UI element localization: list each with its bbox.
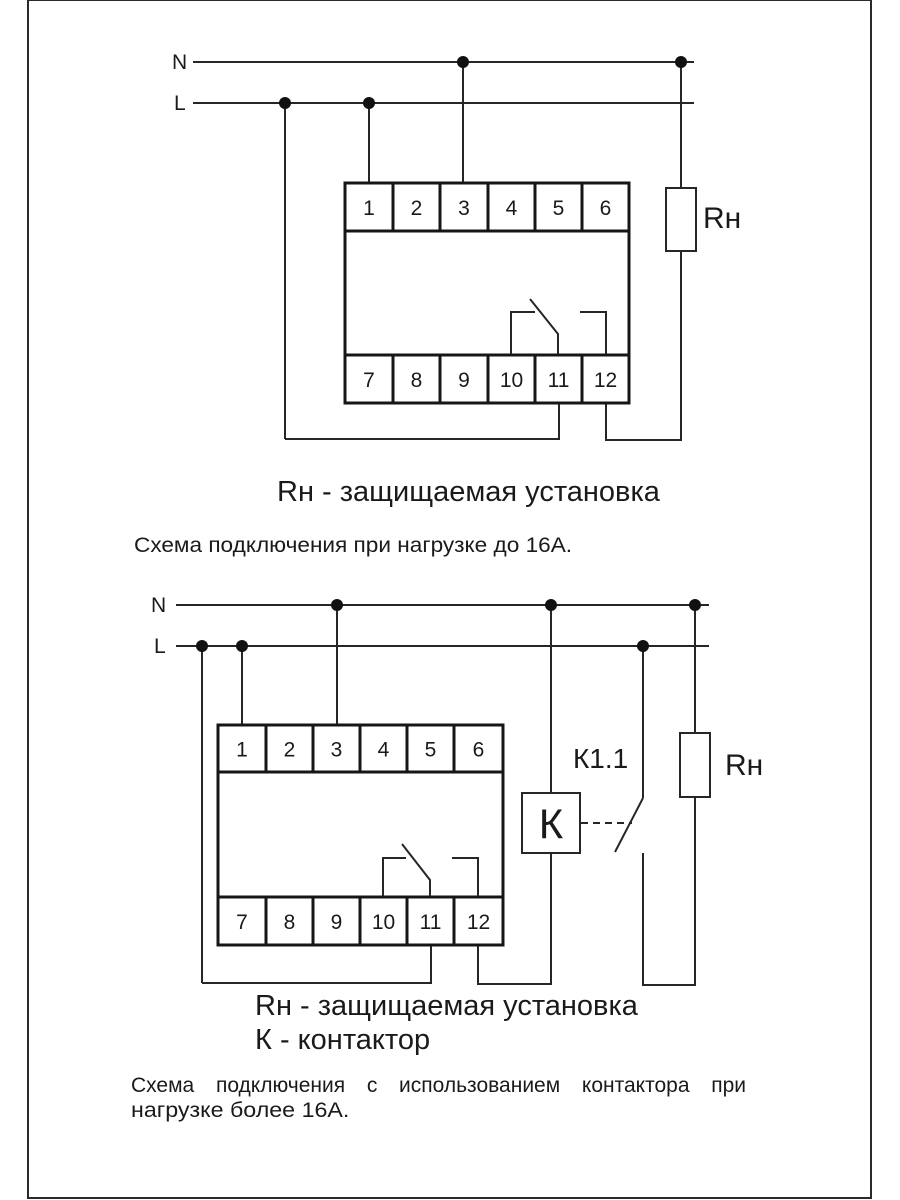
caption-word: Схема [131, 1074, 195, 1097]
terminal-number-3: 3 [331, 739, 343, 762]
junction-dot [689, 599, 701, 611]
caption-word: подключения [215, 1074, 346, 1097]
junction-dot [545, 599, 557, 611]
terminal-number-3: 3 [458, 197, 470, 220]
terminal-number-4: 4 [378, 739, 390, 762]
junction-dot [279, 97, 291, 109]
contactor-contact-label: К1.1 [573, 743, 628, 774]
terminal-number-1: 1 [236, 739, 248, 762]
terminal-cells-bottom: 7 8 9 10 11 12 [236, 897, 490, 945]
junction-dot [196, 640, 208, 652]
terminal-number-12: 12 [594, 369, 617, 392]
wire-loop-terminal-11 [202, 945, 432, 984]
junction-dot [457, 56, 469, 68]
terminal-number-9: 9 [458, 369, 470, 392]
terminal-number-5: 5 [553, 197, 565, 220]
caption-word: при [711, 1074, 746, 1097]
terminal-number-10: 10 [500, 369, 523, 392]
terminal-number-11: 11 [420, 911, 442, 934]
relay-contact-nc-12 [580, 311, 607, 354]
wire-loop-terminal-11 [285, 403, 560, 440]
caption-bottom: Схема подключения с использованием контактор… [131, 1073, 746, 1123]
junction-dot [363, 97, 375, 109]
terminal-number-5: 5 [425, 739, 437, 762]
load-resistor [665, 187, 697, 252]
relay-contact-common-11 [401, 843, 431, 896]
legend-bottom-contactor: К - контактор [255, 1024, 431, 1056]
terminal-number-1: 1 [363, 197, 375, 220]
caption-word: использованием [399, 1074, 561, 1097]
terminal-number-10: 10 [372, 911, 395, 934]
relay-contact-common-11 [529, 298, 559, 354]
bus-label-line: L [154, 635, 166, 658]
terminal-number-6: 6 [600, 197, 612, 220]
caption-bottom-line-2: нагрузке более 16А. [131, 1099, 350, 1122]
junction-dot [637, 640, 649, 652]
terminal-number-8: 8 [284, 911, 296, 934]
terminal-number-4: 4 [506, 197, 518, 220]
terminal-number-7: 7 [236, 911, 248, 934]
caption-top: Схема подключения при нагрузке до 16А. [134, 534, 573, 557]
junction-dot [675, 56, 687, 68]
caption-word: с [366, 1074, 378, 1097]
bus-label-line: L [174, 92, 186, 115]
terminal-number-2: 2 [411, 197, 423, 220]
terminal-cells-top: 1 2 3 4 5 6 [363, 183, 611, 231]
terminal-number-6: 6 [473, 739, 485, 762]
bus-label-neutral: N [172, 51, 187, 74]
contactor-coil-label: К [539, 800, 564, 847]
junction-dot [331, 599, 343, 611]
load-label: Rн [703, 202, 741, 235]
page-frame [27, 0, 872, 1199]
relay-contact-no-10 [382, 857, 406, 896]
caption-bottom-line-1: Схема подключения с использованием контактор… [131, 1073, 746, 1098]
bus-label-neutral: N [151, 594, 166, 617]
load-resistor [679, 732, 711, 798]
terminal-number-8: 8 [411, 369, 423, 392]
legend-bottom-load: Rн - защищаемая установка [255, 990, 638, 1022]
relay-contact-no-10 [510, 311, 535, 354]
contactor-coil [521, 792, 581, 854]
legend-top-load: Rн - защищаемая установка [277, 476, 660, 508]
terminal-number-9: 9 [331, 911, 343, 934]
junction-dot [236, 640, 248, 652]
terminal-cells-bottom: 7 8 9 10 11 12 [363, 355, 617, 403]
terminal-cells-top: 1 2 3 4 5 6 [236, 725, 484, 772]
contactor-contact-k1-1 [614, 797, 644, 853]
caption-word: контактора [581, 1074, 690, 1097]
wire-loop-terminal-12 [477, 945, 552, 985]
wire-contact-to-load [642, 797, 696, 986]
terminal-number-7: 7 [363, 369, 375, 392]
wire-loop-terminal-12 [605, 403, 682, 441]
terminal-number-11: 11 [548, 369, 570, 392]
relay-contact-nc-12 [452, 857, 479, 896]
load-label: Rн [725, 749, 763, 782]
terminal-number-2: 2 [284, 739, 296, 762]
terminal-number-12: 12 [467, 911, 490, 934]
